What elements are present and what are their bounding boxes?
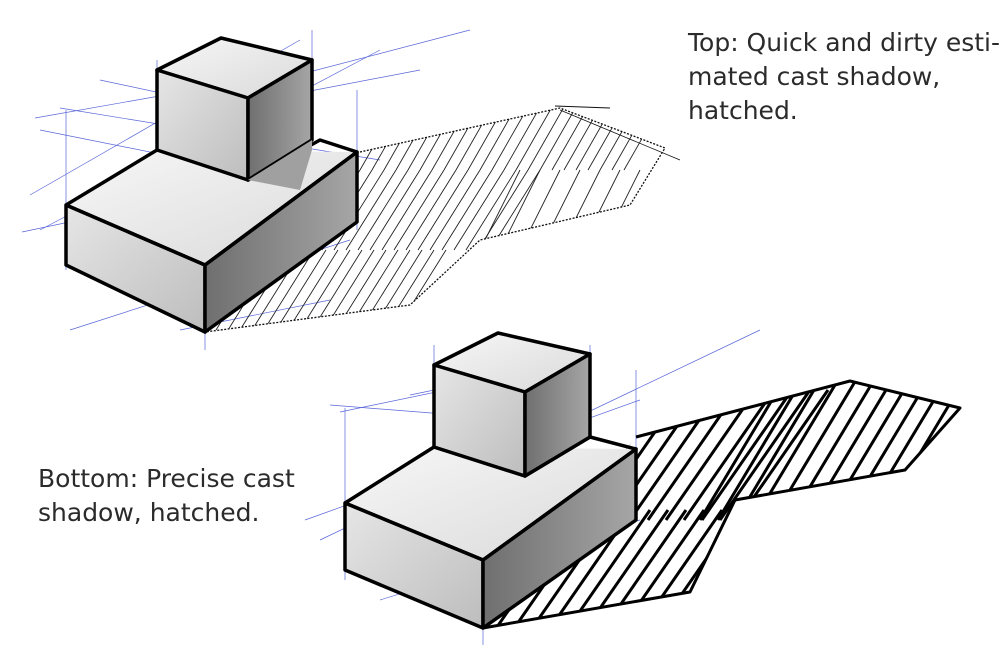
caption-bottom: Bottom: Precise cast shadow, hatched. [38, 464, 295, 527]
bottom-upper-cube [432, 331, 592, 478]
top-lower-box [64, 138, 359, 334]
bottom-lower-box [343, 435, 638, 630]
bottom-figure [304, 329, 962, 645]
top-upper-cube [155, 36, 314, 190]
top-figure [21, 29, 681, 350]
caption-top: Top: Quick and dirty esti- mated cast sh… [688, 28, 1000, 125]
